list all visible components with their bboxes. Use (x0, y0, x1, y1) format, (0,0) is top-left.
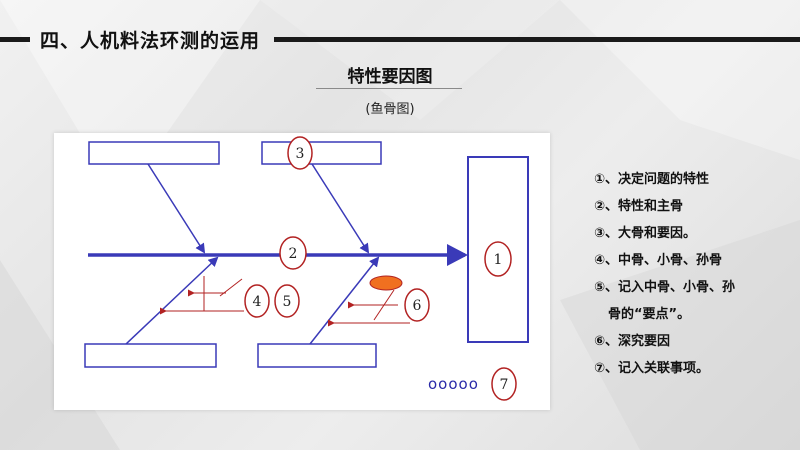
legend-item: 骨的“要点”。 (608, 307, 691, 322)
marker-2-circle (279, 236, 307, 270)
head-box (467, 156, 529, 343)
legend-item: ④、中骨、小骨、孙骨 (594, 253, 723, 268)
marker-4-label: 4 (253, 294, 262, 310)
marker-4-circle (244, 284, 270, 318)
fishbone-svg: 1 2 3 4 5 6 7 ooooo (84, 136, 529, 401)
slide-title: 特性要因图 (347, 67, 433, 87)
marker-1-circle (484, 241, 512, 277)
marker-7-circle (491, 367, 517, 401)
bone-top-left (147, 163, 206, 254)
fishbone-diagram: 1 2 3 4 5 6 7 ooooo (54, 133, 550, 410)
section-title: 四、人机料法环测的运用 (40, 30, 261, 52)
marker-6-circle (404, 288, 430, 322)
marker-5-label: 5 (283, 294, 292, 310)
title-rule (316, 88, 462, 89)
legend-item: ①、决定问题的特性 (594, 172, 710, 187)
branch-box-bottom-left (84, 343, 217, 368)
marker-5-circle (274, 284, 300, 318)
marker-3-label: 3 (296, 146, 305, 162)
header-bar-left (0, 37, 30, 42)
legend-item: ②、特性和主骨 (594, 199, 684, 214)
legend-item: ⑥、深究要因 (594, 334, 671, 349)
legend-item: ⑤、记入中骨、小骨、孙 (594, 280, 736, 295)
spine-arrowhead (447, 244, 468, 266)
branch-box-bottom-right (257, 343, 377, 368)
slide-subtitle: (鱼骨图) (365, 102, 415, 117)
marker-7-label: 7 (500, 377, 509, 393)
legend-item: ⑦、记入关联事项。 (594, 361, 710, 376)
branch-box-top-left (88, 141, 220, 165)
grand-bone-left (219, 278, 243, 297)
bone-bottom-left (125, 256, 219, 345)
legend-item: ③、大骨和要因。 (594, 226, 697, 241)
bone-bottom-right (309, 256, 380, 345)
marker-2-label: 2 (289, 246, 298, 262)
related-items-dots: ooooo (428, 375, 479, 393)
grand-bone-right (373, 289, 395, 321)
marker-6-label: 6 (413, 298, 422, 314)
bone-top-right (311, 163, 370, 254)
header-bar-right (274, 37, 800, 42)
marker-3-circle (287, 136, 313, 170)
marker-1-label: 1 (494, 252, 503, 268)
focus-ellipse (369, 275, 403, 291)
branch-box-top-right (261, 141, 382, 165)
